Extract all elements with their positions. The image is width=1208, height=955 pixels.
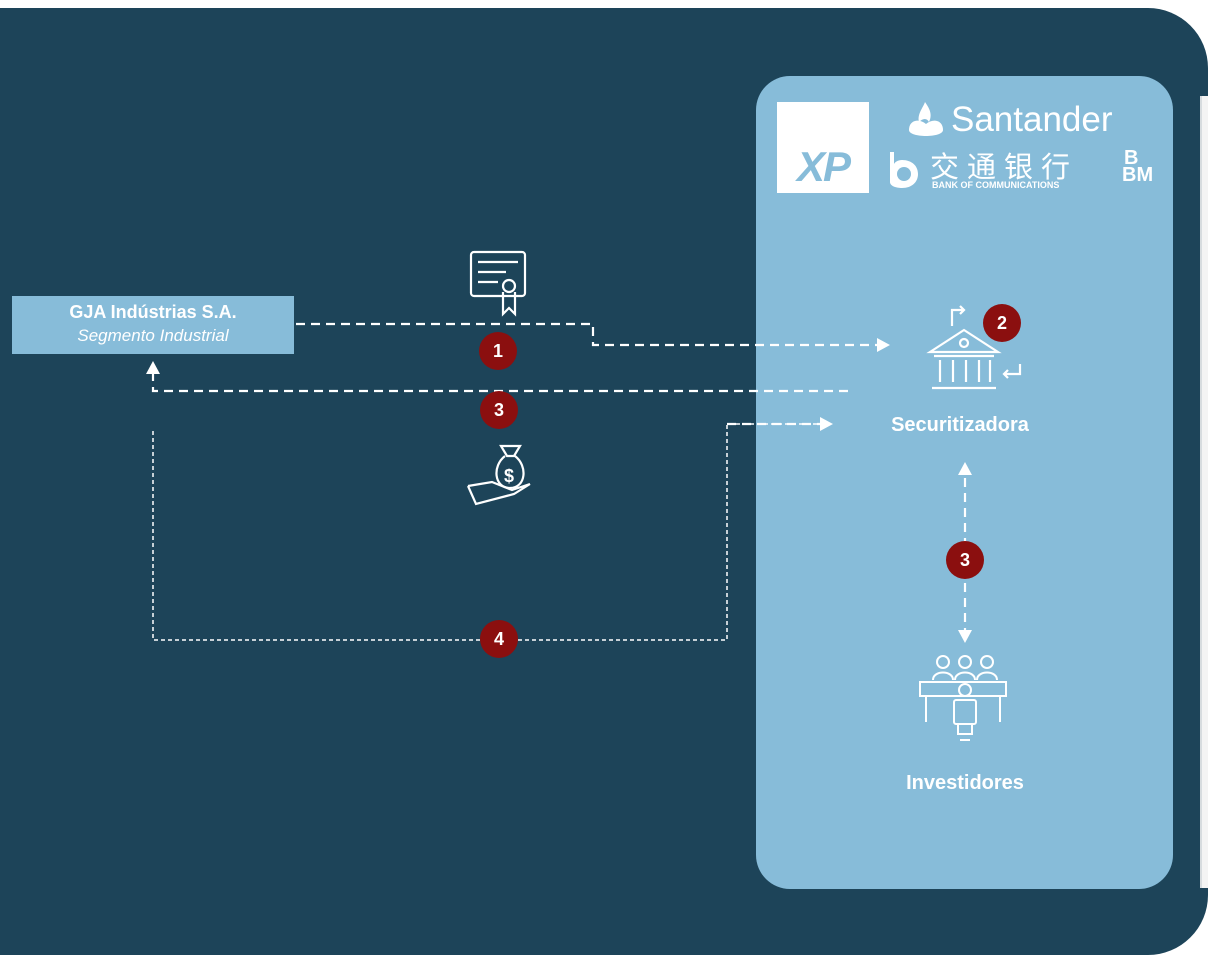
arrow-step-4 (152, 423, 820, 641)
arrow-step-3-return (151, 373, 848, 393)
bbm-logo: B BM (1122, 147, 1154, 186)
securitizadora-label: Securitizadora (891, 414, 1029, 436)
investors-meeting-icon (919, 655, 1007, 741)
bank-building-icon (926, 305, 1022, 390)
company-name: GJA Indústrias S.A. (69, 302, 237, 322)
svg-text:$: $ (504, 466, 514, 486)
company-box: GJA Indústrias S.A. Segmento Industrial (12, 296, 294, 354)
arrow-investors-head-down (958, 630, 972, 643)
arrow-step-1-head (877, 338, 890, 352)
bocom-english-text: BANK OF COMMUNICATIONS (932, 180, 1060, 190)
arrow-step-3-return-head (146, 361, 160, 374)
arrow-step-4-head (820, 417, 833, 431)
xp-logo: XP (777, 102, 869, 193)
step-badge-3-return: 3 (480, 391, 518, 429)
xp-logo-text: XP (796, 143, 851, 190)
step-badge-2: 2 (983, 304, 1021, 342)
bocom-mark-icon (890, 152, 918, 188)
santander-text: Santander (951, 100, 1113, 139)
step-badge-1: 1 (479, 332, 517, 370)
investidores-label: Investidores (906, 772, 1024, 794)
santander-flame-icon (909, 102, 943, 136)
step-badge-4: 4 (480, 620, 518, 658)
step-badge-3-investors: 3 (946, 541, 984, 579)
certificate-icon (469, 250, 527, 317)
bocom-chinese-text: 交通银行 (930, 150, 1079, 184)
company-segment: Segmento Industrial (77, 326, 229, 345)
arrow-step-1 (296, 322, 878, 347)
bbm-logo-bottom: BM (1122, 164, 1154, 186)
money-bag-hand-icon: $ (466, 444, 531, 506)
bbm-logo-top: B (1124, 147, 1139, 169)
arrow-investors-head-up (958, 462, 972, 475)
side-gutter (1200, 96, 1208, 888)
